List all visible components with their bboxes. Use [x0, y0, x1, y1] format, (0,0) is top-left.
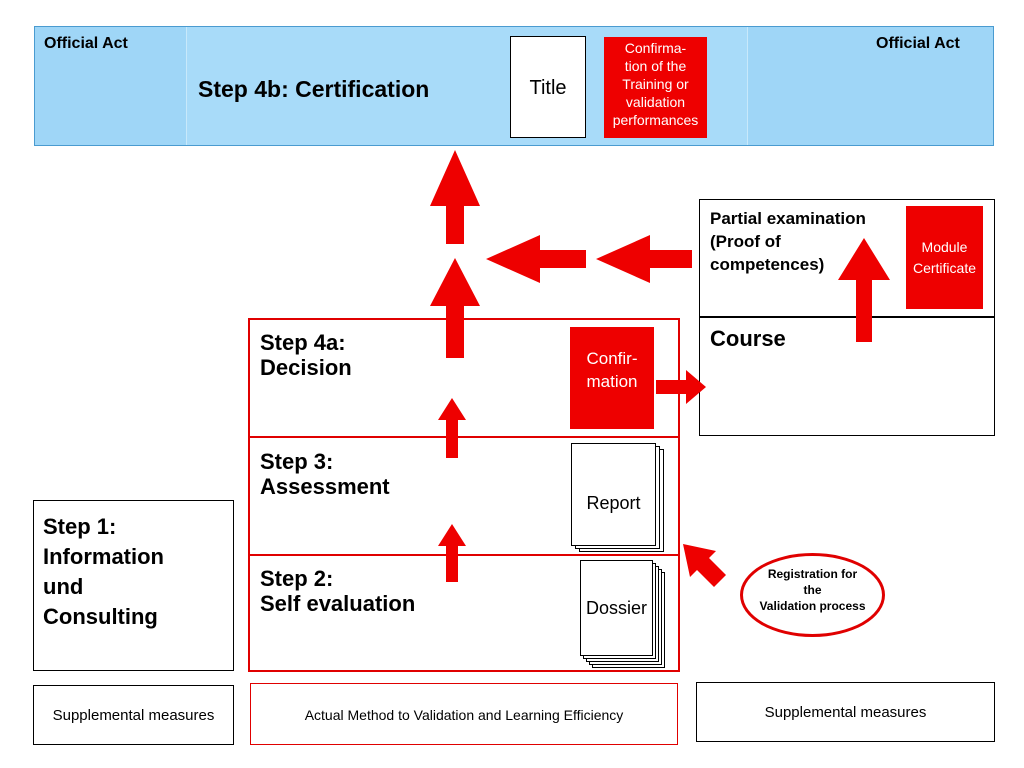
arrow-up-to-certification — [430, 150, 480, 244]
arrow-up-from-decision — [430, 258, 480, 358]
supplemental-measures-left: Supplemental measures — [33, 685, 234, 745]
arrow-registration-to-step3 — [683, 544, 726, 587]
partial-examination-label: Partial examination (Proof of competence… — [710, 209, 866, 274]
title-document: Title — [510, 36, 586, 138]
course-box — [699, 317, 995, 436]
step-1-box — [33, 500, 234, 671]
step-1-label: Step 1: Information und Consulting — [43, 514, 164, 629]
arrow-step2-to-step3 — [438, 524, 466, 582]
step-2-label: Step 2: Self evaluation — [260, 566, 416, 617]
arrow-up-in-course — [838, 238, 890, 342]
registration-ellipse: Registration for the Validation process — [740, 553, 885, 637]
confirmation-box: Confir- mation — [570, 327, 654, 429]
supplemental-measures-right: Supplemental measures — [696, 682, 995, 742]
arrow-left-from-partial-1 — [596, 235, 692, 283]
course-label: Course — [710, 326, 786, 351]
official-act-right: Official Act — [876, 35, 960, 52]
arrow-right-from-confirmation — [656, 370, 706, 404]
arrow-left-from-partial-2 — [486, 235, 586, 283]
dossier-label: Dossier — [585, 598, 647, 618]
step-4a-label: Step 4a: Decision — [260, 330, 352, 381]
title-document-label: Title — [529, 77, 567, 99]
step-4b-label: Step 4b: Certification — [198, 76, 430, 102]
report-document — [571, 443, 656, 546]
dossier-document — [580, 560, 653, 656]
official-act-left: Official Act — [44, 35, 128, 52]
step-2-box — [248, 554, 680, 672]
module-certificate-box: Module Certificate — [906, 206, 983, 309]
confirmation-training-box: Confirma- tion of the Training or valida… — [604, 37, 707, 138]
report-label: Report — [586, 493, 641, 513]
step-3-label: Step 3: Assessment — [260, 449, 390, 500]
actual-method-box: Actual Method to Validation and Learning… — [250, 683, 678, 745]
arrow-step3-to-step4a — [438, 398, 466, 458]
